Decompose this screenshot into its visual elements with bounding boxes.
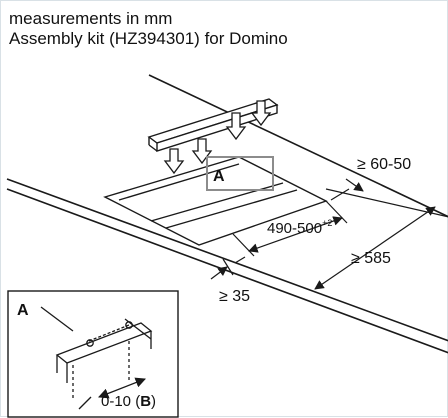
worktop-front-edge [6, 178, 448, 342]
caption-units: measurements in mm [9, 9, 173, 28]
insertion-arrows [163, 100, 272, 175]
caption-kit: Assembly kit (HZ394301) for Domino [9, 29, 288, 48]
offset-label: 0-10 (B) [101, 393, 156, 410]
detail-marker-label: A [213, 168, 225, 185]
worktop-front-edge-lower [6, 188, 448, 354]
dimension-length-label: 490-500+2 [267, 218, 332, 237]
dimension-depth [314, 206, 436, 290]
dimension-depth-label: ≥ 585 [351, 250, 391, 267]
worktop-back-edge [148, 74, 448, 218]
detail-marker: A [206, 156, 274, 191]
dimension-side-label: ≥ 35 [219, 288, 250, 305]
cutout-rail-right [165, 189, 298, 229]
dimension-side [210, 256, 246, 280]
cutout-rail-left [150, 182, 284, 222]
dimension-width-label: ≥ 60-50 [357, 156, 411, 173]
worktop [6, 74, 448, 354]
inset-marker-label: A [17, 302, 29, 319]
